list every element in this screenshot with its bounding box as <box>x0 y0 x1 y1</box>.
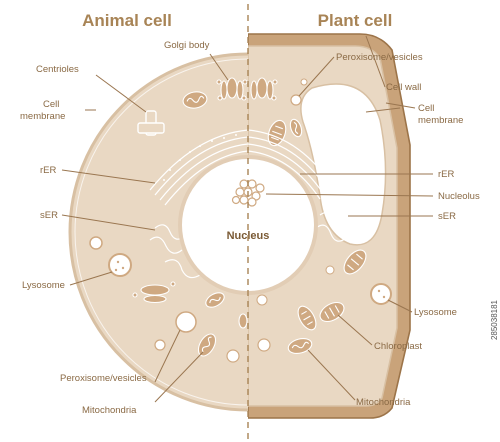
animal-mitochondrion-1 <box>205 292 225 308</box>
label-chloroplast: Chloroplast <box>374 341 422 352</box>
animal-leader-lines <box>61 53 229 403</box>
plant-chloroplast-2 <box>297 305 317 331</box>
plant-vesicle-3 <box>325 265 335 275</box>
label-animal-membrane-2: membrane <box>20 111 65 122</box>
plant-vesicle-2 <box>257 338 271 352</box>
label-centrioles: Centrioles <box>36 64 79 75</box>
plant-cell-title: Plant cell <box>318 11 393 30</box>
nucleolus <box>231 179 265 207</box>
label-plant-membrane-1: Cell <box>418 103 434 114</box>
label-animal-ser: sER <box>40 210 58 221</box>
label-animal-rer: rER <box>40 165 57 176</box>
label-animal-mitochondria: Mitochondria <box>82 405 137 416</box>
animal-cell-body <box>68 52 248 412</box>
plant-peroxisome <box>290 94 302 106</box>
plant-mitochondrion-1 <box>287 338 313 354</box>
stock-image-id: 285038181 <box>490 300 499 341</box>
label-cell-wall: Cell wall <box>386 82 421 93</box>
label-animal-membrane-1: Cell <box>43 99 59 110</box>
animal-vesicle <box>89 236 103 250</box>
animal-cell <box>68 52 248 412</box>
plant-chloroplast-1 <box>343 249 367 275</box>
label-animal-peroxisome: Peroxisome/vesicles <box>60 373 147 384</box>
plant-leader-lines <box>265 35 434 401</box>
plant-rer <box>248 129 336 200</box>
label-nucleolus: Nucleolus <box>438 191 480 202</box>
animal-lysosome <box>108 253 132 277</box>
animal-golgi-bottom <box>132 281 176 304</box>
animal-mitochondrion-2 <box>197 333 217 357</box>
label-plant-peroxisome: Peroxisome/vesicles <box>336 52 423 63</box>
label-plant-rer: rER <box>438 169 455 180</box>
label-golgi-body: Golgi body <box>164 40 210 51</box>
plant-lysosome <box>370 283 392 305</box>
plant-mitochondrion-top <box>289 118 303 138</box>
animal-golgi <box>216 77 248 101</box>
centrioles <box>137 110 165 136</box>
plant-ser <box>315 211 351 242</box>
animal-small-organelle <box>238 313 248 329</box>
plant-golgi <box>250 77 278 101</box>
plant-cell <box>248 33 411 419</box>
plant-vesicle-4 <box>256 294 268 306</box>
animal-cell-title: Animal cell <box>82 11 172 30</box>
animal-peroxisome <box>175 311 197 333</box>
animal-vesicle-2 <box>154 339 166 351</box>
label-plant-membrane-2: membrane <box>418 115 463 126</box>
label-animal-lysosome: Lysosome <box>22 280 65 291</box>
label-plant-mitochondria: Mitochondria <box>356 397 411 408</box>
animal-rer <box>149 129 248 206</box>
label-plant-ser: sER <box>438 211 456 222</box>
animal-vesicle-3 <box>226 349 240 363</box>
plant-vesicle <box>300 78 308 86</box>
label-plant-lysosome: Lysosome <box>414 307 457 318</box>
plant-chloroplast-3 <box>319 301 345 323</box>
animal-mitochondrion-top <box>182 91 208 109</box>
plant-vacuole <box>300 83 387 246</box>
animal-rer-ribosomes <box>163 134 237 181</box>
